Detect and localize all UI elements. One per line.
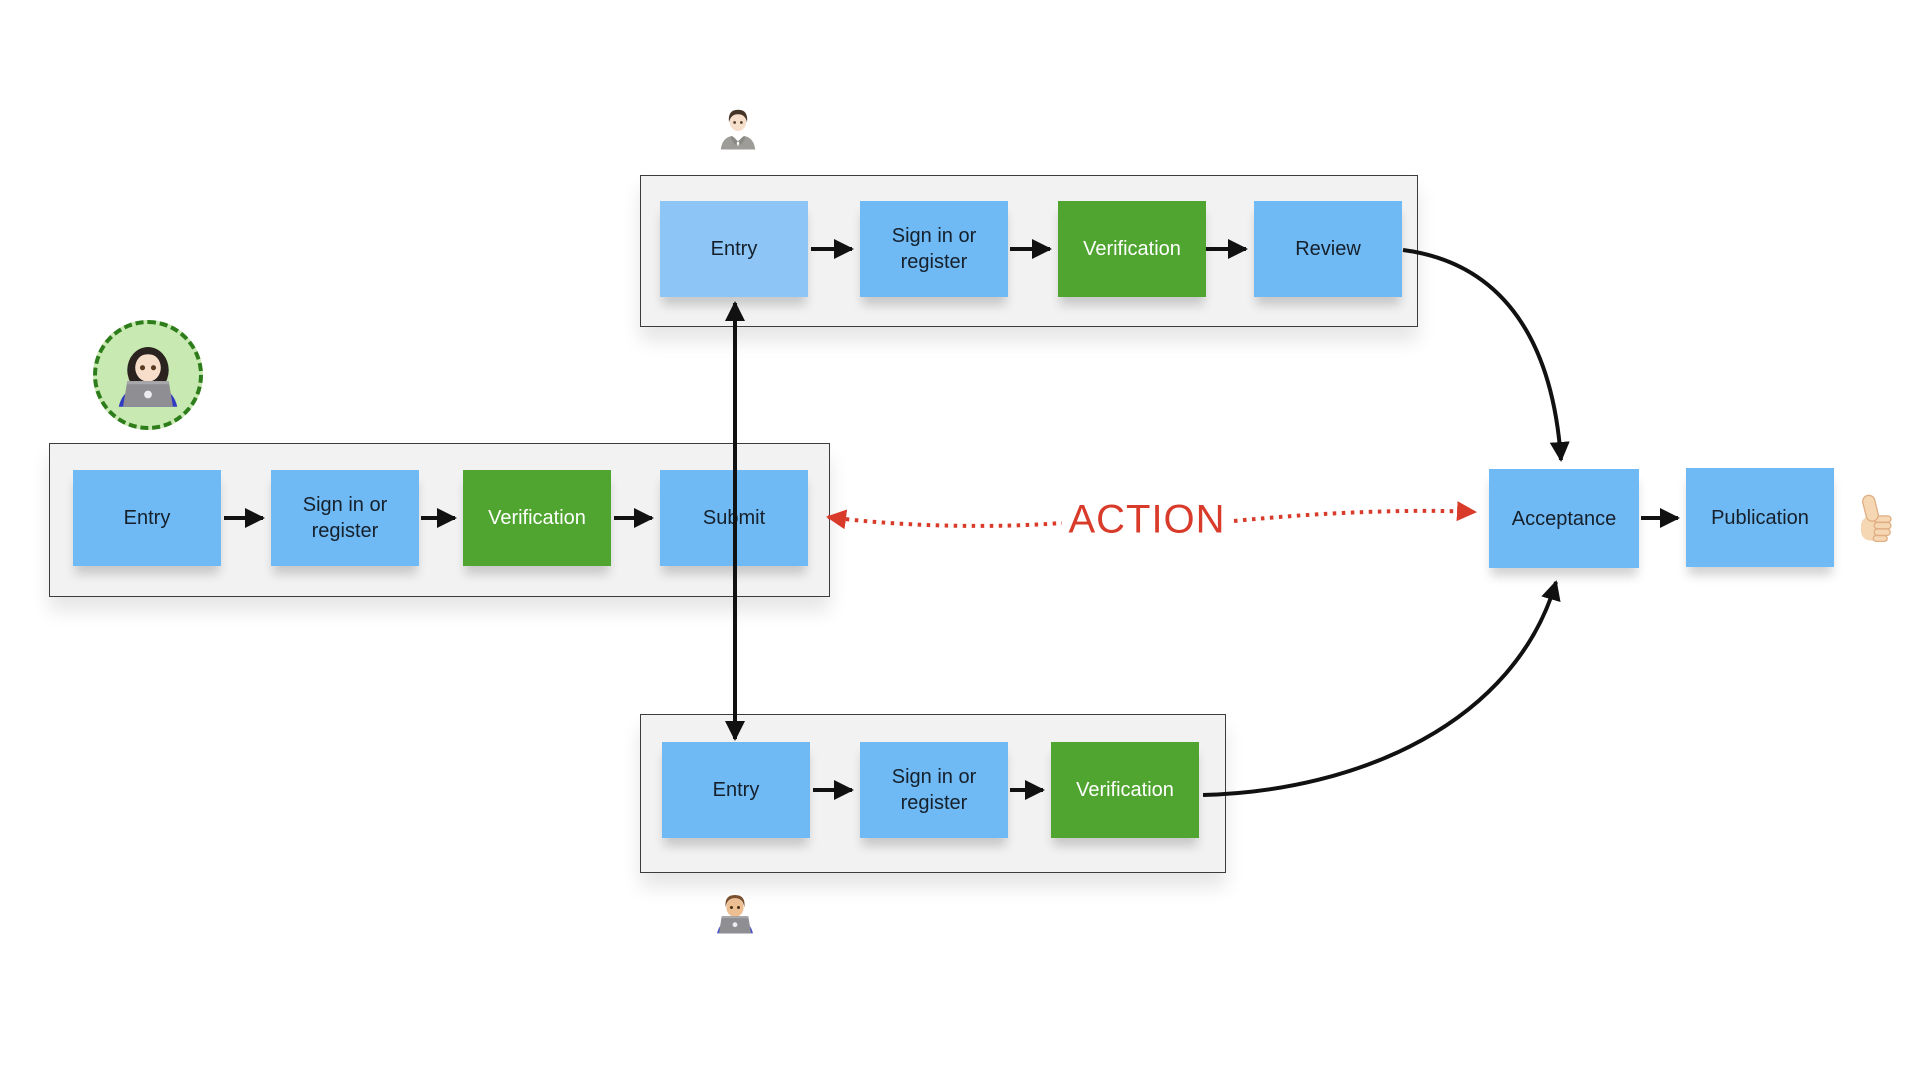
woman-technologist-avatar [93,320,203,430]
node-signin-middle: Sign in or register [271,470,419,566]
node-entry-middle: Entry [73,470,221,566]
woman-technologist-icon [118,346,178,407]
node-entry-top: Entry [660,201,808,297]
node-signin-top: Sign in or register [860,201,1008,297]
action-label: ACTION [1068,497,1226,542]
verification-to-acceptance-arrow [1202,580,1561,797]
review-to-acceptance-arrow [1402,248,1570,462]
node-verification-top: Verification [1058,201,1206,297]
node-signin-bottom: Sign in or register [860,742,1008,838]
node-entry-bottom: Entry [662,742,810,838]
node-verification-bottom: Verification [1051,742,1199,838]
man-technologist-icon [710,888,760,938]
node-review: Review [1254,201,1402,297]
node-submit: Submit [660,470,808,566]
thumbs-up-icon [1846,490,1906,550]
node-verification-middle: Verification [463,470,611,566]
office-worker-icon [714,106,762,154]
node-acceptance: Acceptance [1489,469,1639,568]
node-publication: Publication [1686,468,1834,567]
